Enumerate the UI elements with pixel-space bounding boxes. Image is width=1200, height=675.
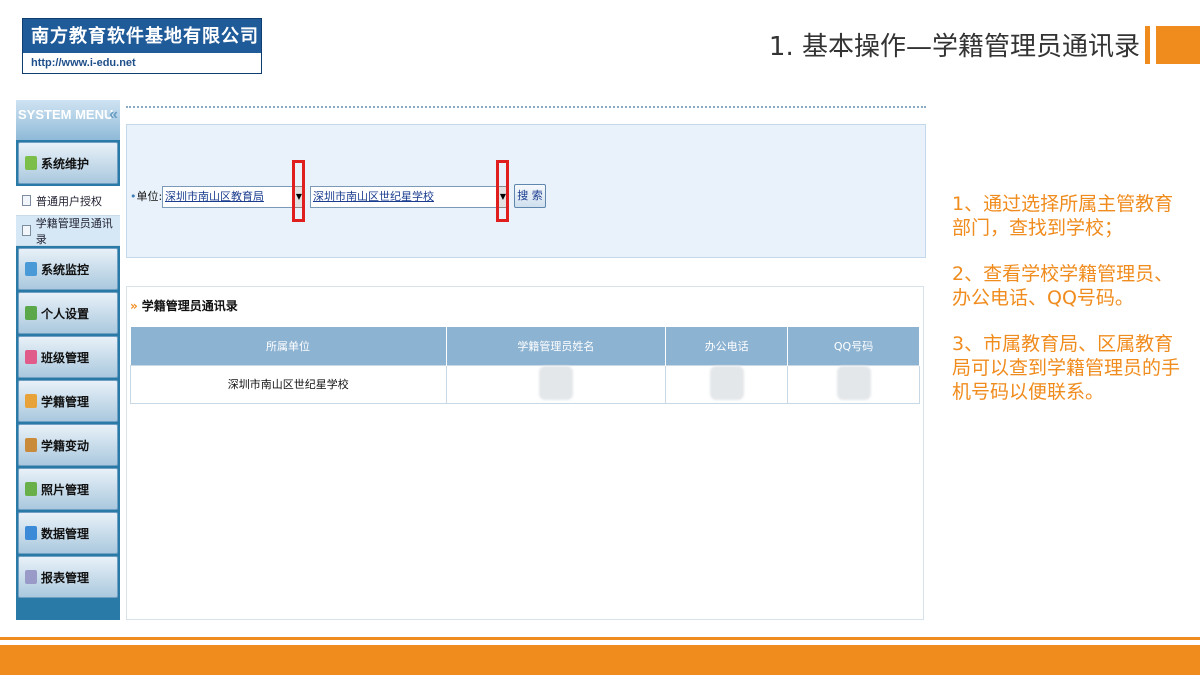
column-header-unit: 所属单位	[130, 327, 447, 365]
sidebar-item-system-maintenance[interactable]: 系统维护	[18, 142, 118, 184]
sidebar-subitem-user-authorization[interactable]: 普通用户授权	[16, 186, 120, 216]
note-1: 1、通过选择所属主管教育部门，查找到学校；	[952, 193, 1174, 239]
company-url: http://www.i-edu.net	[23, 53, 261, 73]
sidebar-item-class-management[interactable]: 班级管理	[18, 336, 118, 378]
collapse-icon[interactable]: «	[109, 106, 118, 123]
document-icon	[22, 195, 31, 206]
content-top-divider	[126, 106, 926, 112]
footer-accent-bar	[0, 645, 1200, 675]
cell-admin-name	[445, 364, 667, 404]
school-dropdown-highlight	[496, 160, 509, 222]
school-select[interactable]: 深圳市南山区世纪星学校	[310, 186, 498, 208]
sidebar-item-label: 数据管理	[41, 526, 90, 541]
note-2: 2、查看学校学籍管理员、办公电话、QQ号码。	[952, 263, 1174, 309]
title-accent-bar-thick	[1156, 26, 1200, 64]
table-row: 深圳市南山区世纪星学校	[130, 364, 920, 404]
sidebar-item-register-change[interactable]: 学籍变动	[18, 424, 118, 466]
sidebar-subitem-label: 学籍管理员通讯录	[35, 216, 113, 246]
system-menu-title: SYSTEM MENU	[18, 107, 114, 122]
sidebar-item-photo-management[interactable]: 照片管理	[18, 468, 118, 510]
sidebar-subitem-label: 普通用户授权	[36, 194, 102, 208]
cell-unit: 深圳市南山区世纪星学校	[130, 364, 447, 404]
chevron-right-icon: »	[130, 299, 138, 313]
class-icon	[25, 350, 37, 364]
unit-label: •单位:	[130, 190, 163, 203]
table-header-row: 所属单位 学籍管理员姓名 办公电话 QQ号码	[130, 327, 920, 365]
system-menu-header: SYSTEM MENU «	[16, 100, 120, 140]
sidebar-item-label: 班级管理	[41, 350, 90, 365]
directory-list-title: »学籍管理员通讯录	[130, 299, 238, 313]
title-accent-bar-thin	[1145, 26, 1150, 64]
instruction-notes: 1、通过选择所属主管教育部门，查找到学校； 2、查看学校学籍管理员、办公电话、Q…	[952, 192, 1184, 426]
change-icon	[25, 438, 37, 452]
sidebar-item-label: 报表管理	[41, 570, 90, 585]
sidebar-item-label: 系统维护	[41, 156, 90, 171]
wrench-icon	[25, 156, 37, 170]
bureau-select[interactable]: 深圳市南山区教育局	[162, 186, 294, 208]
directory-table: 所属单位 学籍管理员姓名 办公电话 QQ号码 深圳市南山区世纪星学校	[130, 327, 920, 404]
sidebar-item-label: 个人设置	[41, 306, 90, 321]
photo-icon	[25, 482, 37, 496]
sidebar-item-data-management[interactable]: 数据管理	[18, 512, 118, 554]
sidebar-item-register-management[interactable]: 学籍管理	[18, 380, 118, 422]
redacted-phone	[709, 365, 744, 400]
sidebar-item-label: 系统监控	[41, 262, 90, 277]
sidebar-item-system-monitor[interactable]: 系统监控	[18, 248, 118, 290]
monitor-icon	[25, 262, 37, 276]
redacted-name	[538, 365, 573, 400]
bureau-dropdown-highlight	[292, 160, 305, 222]
column-header-qq: QQ号码	[787, 327, 920, 365]
sidebar-item-label: 照片管理	[41, 482, 90, 497]
data-icon	[25, 526, 37, 540]
company-name: 南方教育软件基地有限公司	[31, 26, 259, 47]
sidebar-item-label: 学籍管理	[41, 394, 90, 409]
cell-qq	[787, 364, 920, 404]
register-icon	[25, 394, 37, 408]
redacted-qq	[836, 365, 871, 400]
footer-accent-line	[0, 637, 1200, 640]
report-icon	[25, 570, 37, 584]
search-button[interactable]: 搜 索	[514, 184, 546, 208]
slide-title: 1. 基本操作—学籍管理员通讯录	[768, 32, 1140, 62]
system-menu-sidebar: SYSTEM MENU « 系统维护 普通用户授权 学籍管理员通讯录 系统监控 …	[16, 100, 120, 620]
document-icon	[22, 225, 31, 236]
company-logo: 南方教育软件基地有限公司 http://www.i-edu.net	[22, 18, 262, 74]
person-icon	[25, 306, 37, 320]
cell-office-phone	[665, 364, 789, 404]
sidebar-item-label: 学籍变动	[41, 438, 90, 453]
sidebar-item-report-management[interactable]: 报表管理	[18, 556, 118, 598]
note-3: 3、市属教育局、区属教育局可以查到学籍管理员的手机号码以便联系。	[952, 333, 1181, 403]
column-header-admin-name: 学籍管理员姓名	[446, 327, 667, 365]
sidebar-item-personal-settings[interactable]: 个人设置	[18, 292, 118, 334]
column-header-office-phone: 办公电话	[665, 327, 789, 365]
sidebar-subitem-admin-directory[interactable]: 学籍管理员通讯录	[16, 216, 120, 246]
